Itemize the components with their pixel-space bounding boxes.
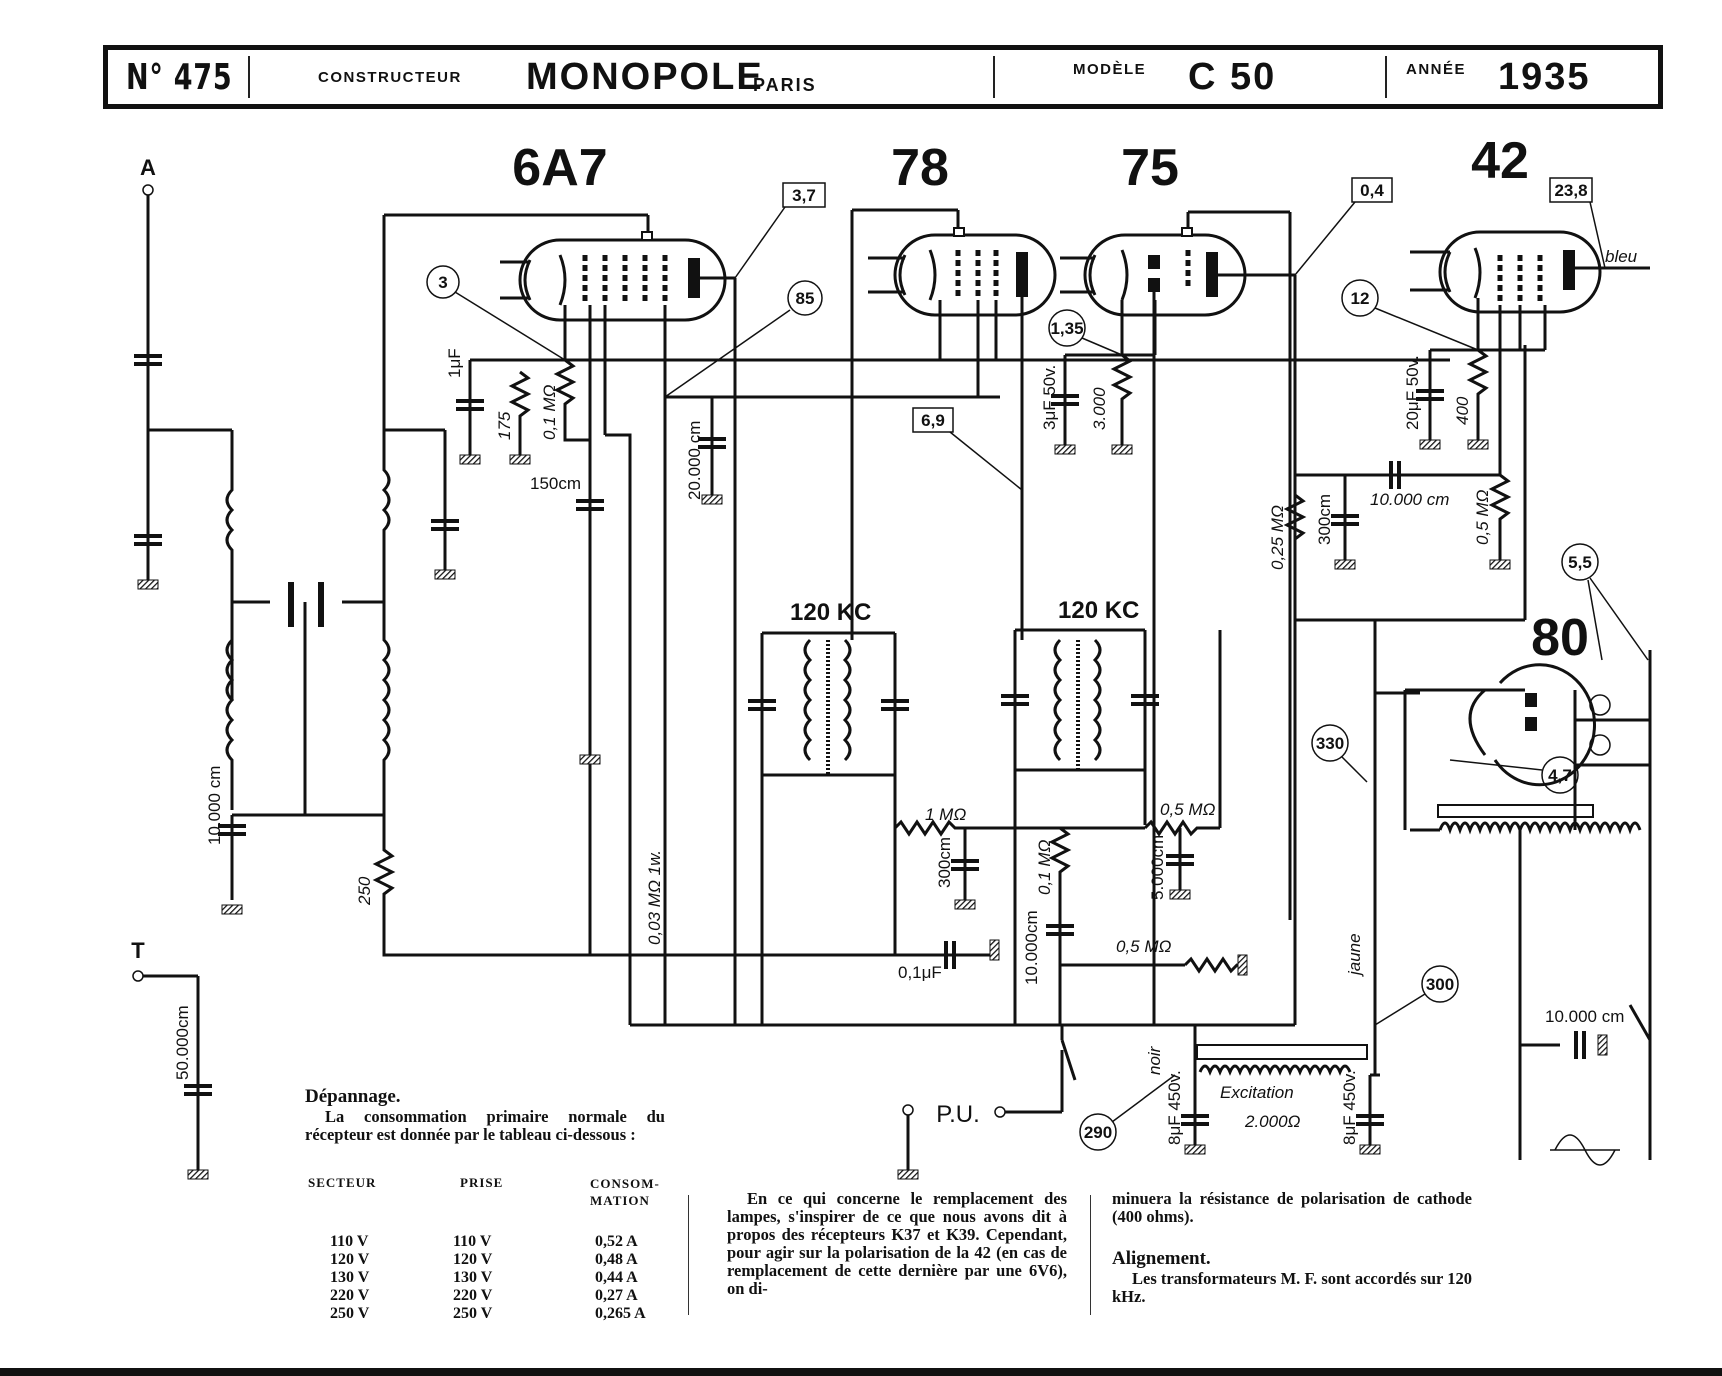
label-c-8uf-b: 8μF 450v. xyxy=(1340,1070,1359,1145)
label-wire-bleu: bleu xyxy=(1605,247,1638,266)
annee-label: ANNÉE xyxy=(1406,60,1467,78)
callout-plate-6a7: 3,7 xyxy=(792,186,816,205)
callout-plate-75: 0,4 xyxy=(1360,181,1384,200)
title-block: N° 475 CONSTRUCTEUR MONOPOLE PARIS MODÈL… xyxy=(103,45,1663,109)
label-r-05m-b: 0,5 MΩ xyxy=(1160,800,1216,819)
tube-label-75: 75 xyxy=(1121,139,1179,197)
callout-80-plate: 330 xyxy=(1316,734,1344,753)
callout-cathode-75: 1,35 xyxy=(1050,319,1083,338)
label-if1: 120 KC xyxy=(790,599,871,626)
alignement-section: Alignement. Les transformateurs M. F. so… xyxy=(1112,1248,1472,1306)
component-values: 1μF 175 0,1 MΩ 150cm 20.000 cm 3μF 50v. … xyxy=(173,247,1638,1145)
voltage-callouts: 3 3,7 85 6,9 1,35 0,4 12 23,8 5,5 4,7 33… xyxy=(426,177,1649,1151)
callout-cathode-6a7: 3 xyxy=(438,273,447,292)
label-c-5000: 5.000cm xyxy=(1148,835,1167,900)
label-excitation-r: 2.000Ω xyxy=(1244,1112,1301,1131)
label-wire-jaune: jaune xyxy=(1345,933,1364,977)
label-wire-noir: noir xyxy=(1145,1045,1164,1075)
alignement-text: Les transformateurs M. F. sont accordés … xyxy=(1112,1269,1472,1306)
tube-label-42: 42 xyxy=(1471,132,1529,190)
annee-value: 1935 xyxy=(1498,55,1591,98)
divider xyxy=(248,56,250,98)
depannage-title: Dépannage. xyxy=(305,1086,401,1107)
divider xyxy=(993,56,995,98)
antenna-label: A xyxy=(140,155,156,180)
label-c-10000-b: 10.000cm xyxy=(1022,910,1041,985)
ground-symbols xyxy=(137,439,1608,1180)
column-divider xyxy=(1090,1195,1091,1315)
page-bottom-border xyxy=(0,1368,1722,1376)
remplacement-section: En ce qui concerne le remplacement des l… xyxy=(727,1190,1067,1298)
label-if2: 120 KC xyxy=(1058,597,1139,624)
label-c-10000-c: 10.000 cm xyxy=(205,766,224,845)
label-c-300-b: 300cm xyxy=(935,837,954,888)
label-r-01m-a: 0,1 MΩ xyxy=(540,384,559,440)
callout-cathode-42: 12 xyxy=(1351,289,1370,308)
constructeur-label: CONSTRUCTEUR xyxy=(318,68,462,86)
label-excitation: Excitation xyxy=(1220,1083,1294,1102)
pickup-label: P.U. xyxy=(936,1101,980,1128)
label-c-50000: 50.000cm xyxy=(173,1005,192,1080)
depannage-section: Dépannage. La consommation primaire norm… xyxy=(305,1086,665,1144)
label-c-1uf: 1μF xyxy=(445,348,464,378)
earth-label: T xyxy=(131,938,145,963)
callout-300: 300 xyxy=(1426,975,1454,994)
label-r-1m: 1 MΩ xyxy=(925,805,966,824)
tube-42 xyxy=(1410,230,1650,314)
label-c-10000-d: 10.000 cm xyxy=(1545,1007,1624,1026)
callout-80-filament: 5,5 xyxy=(1568,553,1592,572)
sheet-number: N° 475 xyxy=(126,56,233,98)
tube-label-6a7: 6A7 xyxy=(512,139,607,197)
column-divider xyxy=(688,1195,689,1315)
tube-label-80: 80 xyxy=(1531,609,1589,667)
callout-plate-42: 23,8 xyxy=(1554,181,1587,200)
label-r-05m-c: 0,5 MΩ xyxy=(1116,937,1172,956)
label-r-025m: 0,25 MΩ xyxy=(1268,505,1287,570)
label-c-300-a: 300cm xyxy=(1315,494,1334,545)
label-c-20000: 20.000 cm xyxy=(685,421,704,500)
col-header-secteur: SECTEUR xyxy=(308,1175,377,1190)
callout-290: 290 xyxy=(1084,1123,1112,1142)
label-r-3000: 3.000 xyxy=(1090,387,1109,430)
label-c-01uf: 0,1μF xyxy=(898,963,942,982)
modele-value: C 50 xyxy=(1188,55,1277,98)
label-r-01m-b: 0,1 MΩ xyxy=(1035,839,1054,895)
label-c-150: 150cm xyxy=(530,474,581,493)
callout-80-heater: 4,7 xyxy=(1548,766,1572,785)
col-header-consommation: CONSOM-MATION xyxy=(590,1176,660,1208)
callout-plate-78: 6,9 xyxy=(921,411,945,430)
label-c-3uf: 3μF 50v. xyxy=(1040,365,1059,430)
remplacement-text-continued: minuera la résistance de polarisation de… xyxy=(1112,1189,1472,1226)
modele-label: MODÈLE xyxy=(1073,60,1147,78)
col-header-prise: PRISE xyxy=(460,1175,504,1190)
tube-label-78: 78 xyxy=(891,139,949,197)
tube-78 xyxy=(868,227,1057,317)
label-r-003m: 0,03 MΩ 1w. xyxy=(645,850,664,945)
label-r-400: 400 xyxy=(1453,396,1472,425)
label-r-05m-a: 0,5 MΩ xyxy=(1473,489,1492,545)
label-r-175: 175 xyxy=(495,411,514,440)
wiring xyxy=(132,184,1652,1170)
tube-80 xyxy=(1468,663,1596,787)
constructeur-value: MONOPOLE xyxy=(526,55,764,98)
remplacement-text: En ce qui concerne le remplacement des l… xyxy=(727,1189,1067,1298)
capacitors xyxy=(134,354,1586,1126)
depannage-intro: La consommation primaire normale du réce… xyxy=(305,1107,665,1144)
divider xyxy=(1385,56,1387,98)
callout-screen-6a7: 85 xyxy=(796,289,815,308)
alignement-title: Alignement. xyxy=(1112,1248,1211,1269)
label-r-250: 250 xyxy=(355,876,374,906)
constructeur-city: PARIS xyxy=(753,74,817,95)
tube-6a7 xyxy=(500,231,727,322)
label-c-8uf-a: 8μF 450v. xyxy=(1165,1070,1184,1145)
label-c-20uf: 20μF 50v. xyxy=(1403,355,1422,430)
label-c-10000-a: 10.000 cm xyxy=(1370,490,1449,509)
